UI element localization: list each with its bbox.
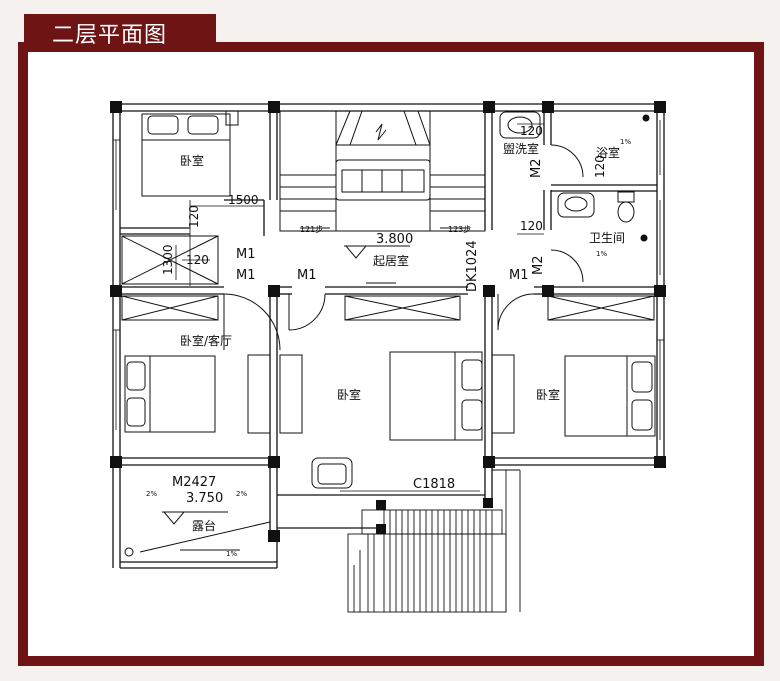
door-m1-b: M1 <box>236 268 256 283</box>
door-m1-d: M1 <box>509 268 529 283</box>
windows <box>113 120 664 496</box>
door-m1-c: M1 <box>297 268 317 283</box>
dimension-120-c: 120 <box>520 124 543 138</box>
label-terrace: 露台 <box>192 518 216 533</box>
label-toilet: 卫生间 <box>589 231 625 245</box>
label-bedroom-nw: 卧室 <box>180 153 204 168</box>
slope-bath: 1% <box>620 138 631 146</box>
dimension-labels: 1500 1300 120 120 120 120 120 <box>161 124 607 275</box>
label-bathroom: 浴室 <box>596 145 620 160</box>
window-c1818: C1818 <box>413 477 455 492</box>
slope-toilet: 1% <box>596 250 607 258</box>
label-bedroom-w: 卧室/客厅 <box>180 333 232 348</box>
stair-down-label: 123步 <box>448 225 471 234</box>
dimension-120-a: 120 <box>187 205 201 228</box>
elevation-terrace: 3.750 <box>186 491 223 506</box>
slope-terrace-bottom: 1% <box>226 550 237 558</box>
label-living: 起居室 <box>373 253 409 268</box>
dimension-120-b: 120 <box>186 253 209 267</box>
door-m2-b: M2 <box>531 256 546 276</box>
columns <box>110 101 666 542</box>
room-labels: 卧室 盥洗室 浴室 卫生间 起居室 卧室/客厅 卧室 卧室 露台 <box>180 141 625 533</box>
door-swings <box>223 144 584 351</box>
slope-labels: 1% 1% 2% 2% 1% <box>146 138 631 558</box>
dimension-120-d: 120 <box>593 155 607 178</box>
dimension-1300: 1300 <box>161 244 175 275</box>
elevation-markers <box>139 245 410 553</box>
title-tab <box>24 14 216 48</box>
door-m2-a: M2 <box>529 159 544 179</box>
dimension-1500: 1500 <box>228 193 259 207</box>
elevation-living: 3.800 <box>376 232 413 247</box>
slope-terrace-right: 2% <box>236 490 247 498</box>
drawing-labels: 3.800 3.750 C1818 M2427 DK1024 M1 M1 M1 … <box>172 159 546 507</box>
beds <box>121 110 656 489</box>
label-bedroom-e: 卧室 <box>536 387 560 402</box>
page-title: 二层平面图 <box>52 23 168 48</box>
label-washroom: 盥洗室 <box>503 141 539 156</box>
bath-fixtures <box>124 111 650 557</box>
exterior-stairs <box>347 469 521 613</box>
dimension-lines <box>175 123 544 286</box>
dimension-120-e: 120 <box>520 219 543 233</box>
door-m2427: M2427 <box>172 475 216 490</box>
drawing-area <box>28 52 754 656</box>
label-bedroom-c: 卧室 <box>337 387 361 402</box>
door-dk1024: DK1024 <box>465 240 480 292</box>
stair-up-label: 121步 <box>300 225 323 234</box>
door-m1-a: M1 <box>236 247 256 262</box>
slope-terrace-left: 2% <box>146 490 157 498</box>
staircase <box>279 110 486 232</box>
